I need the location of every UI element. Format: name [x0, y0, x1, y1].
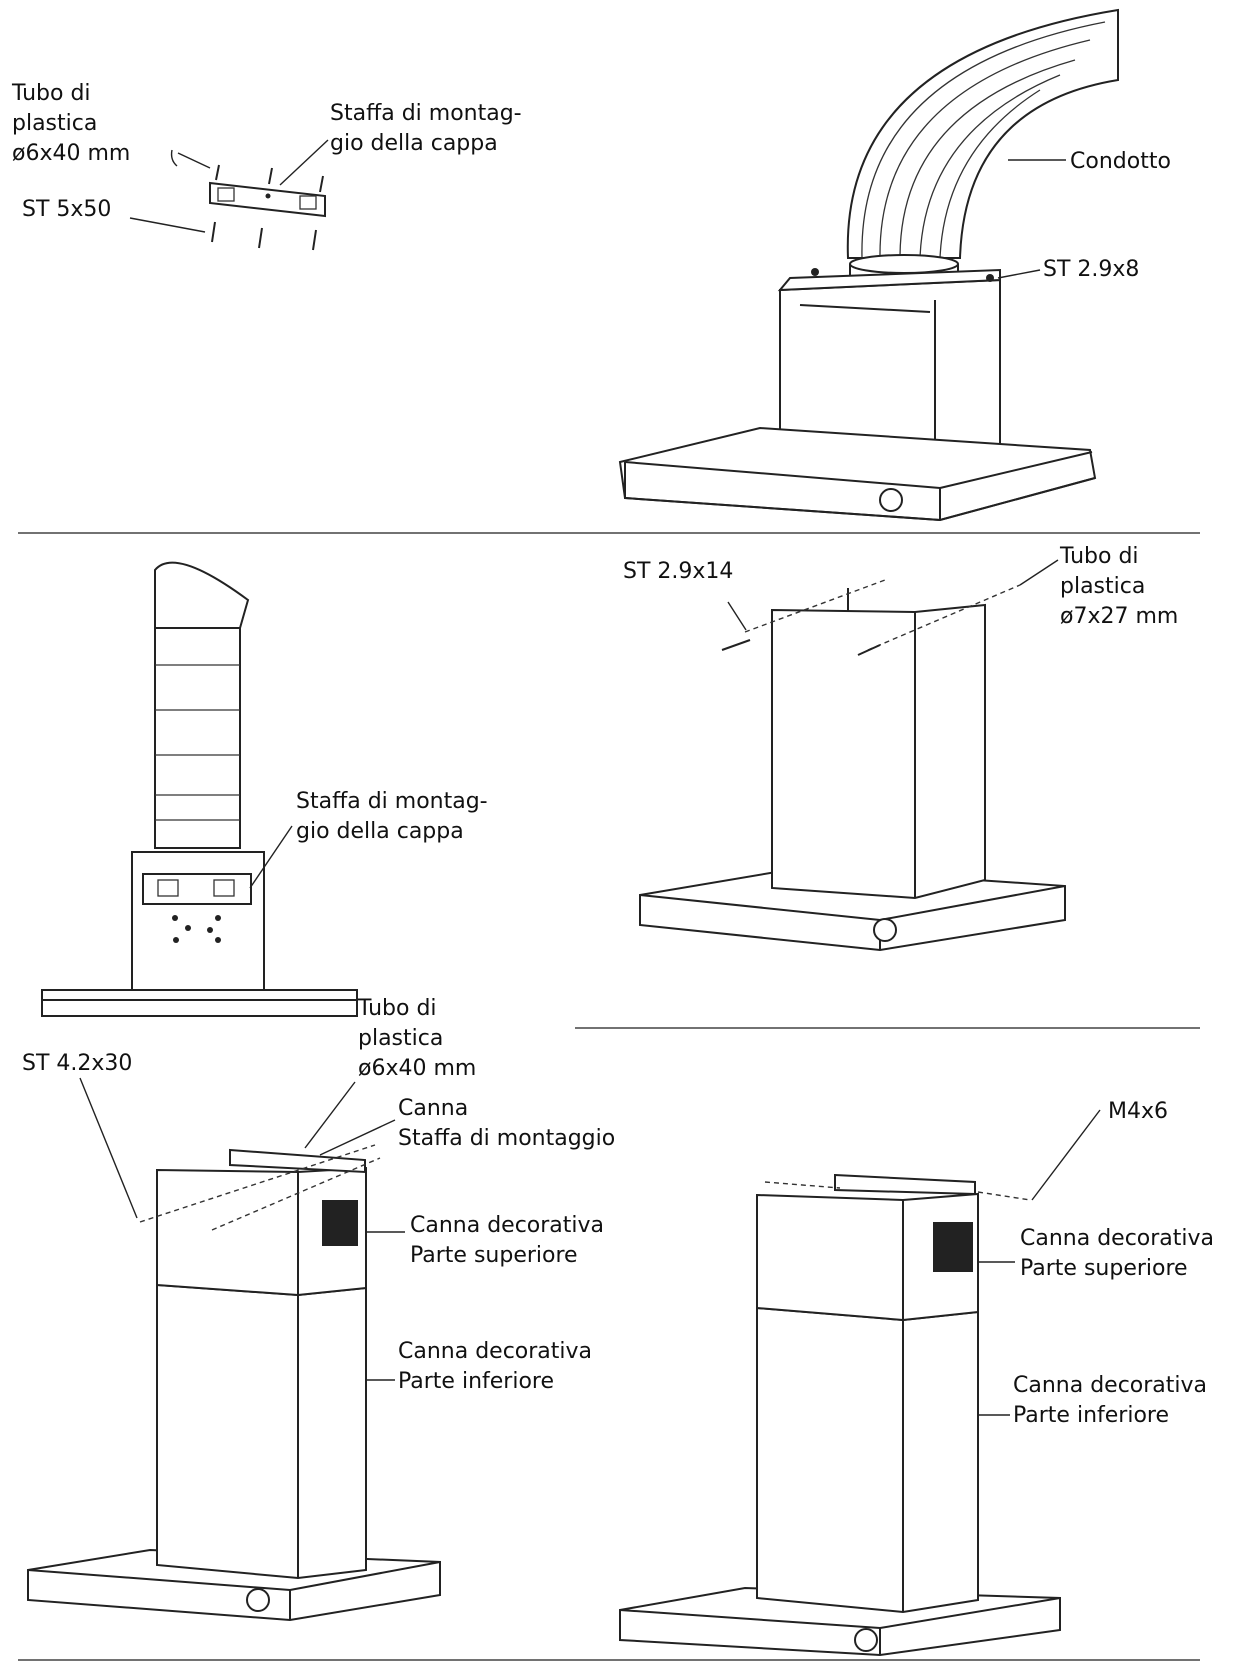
chimney-box — [771, 603, 986, 900]
screw-left — [721, 639, 751, 651]
screw-leader-line — [129, 217, 206, 233]
vent-grille-4 — [933, 1222, 973, 1272]
control-knob-3 — [246, 1588, 270, 1612]
anchor-curl-mark — [170, 149, 178, 167]
mounted-bracket — [142, 873, 252, 905]
chimney-lower — [156, 1283, 367, 1580]
control-knob-4 — [854, 1628, 878, 1652]
screw-path-4b — [977, 1191, 1031, 1201]
step1-screw-label: ST 5x50 — [22, 197, 111, 222]
chimney-bracket-4 — [834, 1173, 976, 1196]
bracket-leader-line — [279, 139, 329, 186]
anchor-leader-line — [177, 152, 211, 169]
step3-lower-label: Canna decorativa Parte inferiore — [398, 1339, 599, 1394]
screw-path-left — [744, 579, 886, 633]
duct-label: Condotto — [1070, 149, 1171, 174]
step1-bracket-figure: Tubo di plastica ø6x40 mm Staffa di mont… — [11, 81, 529, 251]
step2-chimney-figure: ST 2.9x14 Tubo di plastica ø7x27 mm — [623, 544, 1178, 952]
step1-hood-screw-label: ST 2.9x8 — [1043, 257, 1139, 282]
duct-top-bend — [154, 561, 250, 629]
screw-right — [857, 644, 881, 656]
step3-right-screw-label: M4x6 — [1108, 1099, 1168, 1124]
mounting-bracket-plate — [209, 181, 326, 218]
step3-left-figure: ST 4.2x30 Tubo di plastica ø6x40 mm Cann… — [22, 996, 615, 1622]
anchor-leader-line-3 — [304, 1081, 356, 1149]
m4x6-leader-line — [1031, 1109, 1101, 1201]
bracket-screws-bottom — [211, 221, 317, 251]
anchor-leader-line-2 — [1019, 559, 1059, 586]
step3-right-upper-label: Canna decorativa Parte superiore — [1020, 1226, 1221, 1281]
step3-upper-label: Canna decorativa Parte superiore — [410, 1213, 611, 1268]
step3-right-figure: M4x6 Canna decorativa Parte superiore Ca… — [619, 1099, 1221, 1657]
bracket-anchors-top — [215, 164, 324, 193]
control-knob — [879, 488, 903, 512]
step3-anchor-label: Tubo di plastica ø6x40 mm — [357, 996, 476, 1081]
duct-collar-top — [849, 254, 959, 274]
duct-vertical — [154, 627, 241, 849]
step1-hood-figure: Condotto ST 2.9x8 — [618, 8, 1171, 522]
step3-screw-label: ST 4.2x30 — [22, 1051, 132, 1076]
bracket-leader-line-2 — [249, 825, 293, 889]
bracket-leader-line-3 — [319, 1119, 396, 1156]
control-knob-2 — [873, 918, 897, 942]
hood-canopy — [618, 426, 1097, 522]
canopy-front — [41, 989, 358, 1017]
bracket-slot-right — [299, 195, 317, 210]
step1-bracket-label: Staffa di montag- gio della cappa — [330, 101, 529, 156]
chimney-bracket-3 — [229, 1148, 366, 1174]
bracket-slot-left — [217, 187, 235, 202]
step1-anchor-label: Tubo di plastica ø6x40 mm — [11, 81, 130, 166]
flexible-duct — [846, 8, 1119, 259]
step3-right-lower-label: Canna decorativa Parte inferiore — [1013, 1373, 1214, 1428]
screw-path-3b — [211, 1157, 381, 1231]
step2-screw-label: ST 2.9x14 — [623, 559, 733, 584]
hood-screw-leader-line — [997, 269, 1041, 279]
step2-front-view-figure: Staffa di montag- gio della cappa — [41, 561, 495, 1017]
step2-bracket-label: Staffa di montag- gio della cappa — [296, 789, 495, 844]
screw-path-right — [867, 584, 1021, 651]
step2-anchor-label: Tubo di plastica ø7x27 mm — [1059, 544, 1178, 629]
screw-leader-line-2 — [727, 601, 747, 631]
screw-leader-line-3 — [79, 1077, 138, 1219]
screw-path-4a — [764, 1181, 841, 1189]
bracket-hole — [265, 193, 271, 199]
step3-bracket-label: Canna Staffa di montaggio — [398, 1096, 615, 1151]
vent-grille — [322, 1200, 358, 1246]
chimney-lower-4 — [756, 1306, 979, 1614]
